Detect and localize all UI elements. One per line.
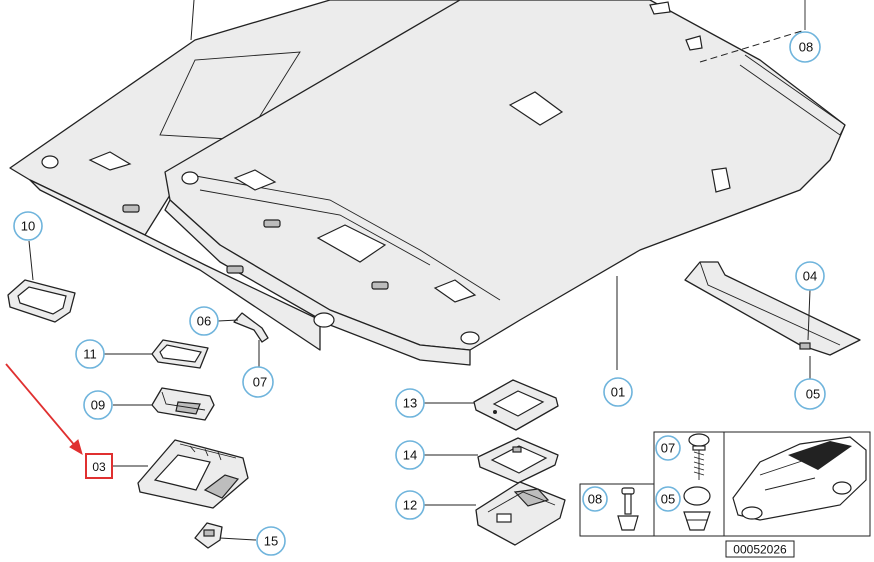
svg-text:14: 14 [403, 448, 417, 463]
callout-15: 15 [256, 526, 286, 556]
callout-11: 11 [75, 339, 105, 369]
svg-text:05: 05 [661, 492, 675, 507]
svg-text:11: 11 [83, 347, 97, 362]
part-14-bracket [477, 437, 559, 484]
part-12-light-housing [475, 481, 566, 546]
part-11-frame [151, 339, 209, 369]
svg-text:10: 10 [21, 219, 35, 234]
callout-09: 09 [83, 390, 113, 420]
callout-07: 07 [242, 366, 274, 398]
part-06-handle [233, 312, 269, 343]
headliner-part [9, 0, 846, 366]
svg-text:07: 07 [661, 441, 675, 456]
callout-08: 08 [789, 31, 821, 63]
part-03-console [137, 439, 249, 509]
svg-text:07: 07 [253, 375, 267, 390]
car-silhouette-icon [732, 436, 867, 521]
callout-01: 01 [603, 377, 633, 407]
svg-text:03: 03 [92, 460, 106, 474]
callout-12: 12 [395, 490, 425, 520]
inset-screw-07 [688, 433, 710, 480]
svg-text:00052026: 00052026 [733, 543, 787, 557]
part-04-trim [684, 261, 861, 356]
svg-text:12: 12 [403, 498, 417, 513]
callout-03-highlighted: 03 [85, 453, 113, 479]
svg-text:09: 09 [91, 398, 105, 413]
red-pointer-arrow [5, 363, 83, 456]
callout-05: 05 [794, 378, 826, 410]
document-number: 00052026 [725, 540, 795, 558]
part-10-frame [7, 279, 76, 323]
svg-text:04: 04 [803, 269, 817, 284]
svg-text:08: 08 [588, 492, 602, 507]
callout-04: 04 [795, 261, 825, 291]
callout-10: 10 [13, 211, 43, 241]
leader-lines [28, 0, 811, 541]
inset-callout-07: 07 [655, 435, 681, 461]
callout-13: 13 [395, 388, 425, 418]
guide-line [699, 29, 806, 63]
callout-14: 14 [395, 440, 425, 470]
svg-text:15: 15 [264, 534, 278, 549]
svg-text:13: 13 [403, 396, 417, 411]
inset-callout-05: 05 [655, 486, 681, 512]
reference-inset: 08 07 05 [579, 431, 871, 537]
svg-text:01: 01 [611, 385, 625, 400]
inset-pin-08 [617, 487, 639, 531]
svg-text:05: 05 [806, 387, 820, 402]
inset-clip-05 [683, 486, 711, 531]
inset-callout-08: 08 [582, 486, 608, 512]
part-15-switch [194, 522, 223, 549]
svg-text:06: 06 [197, 314, 211, 329]
part-09-housing [151, 387, 215, 421]
svg-text:08: 08 [799, 40, 813, 55]
callout-06: 06 [189, 306, 219, 336]
part-13-cover [473, 379, 559, 431]
